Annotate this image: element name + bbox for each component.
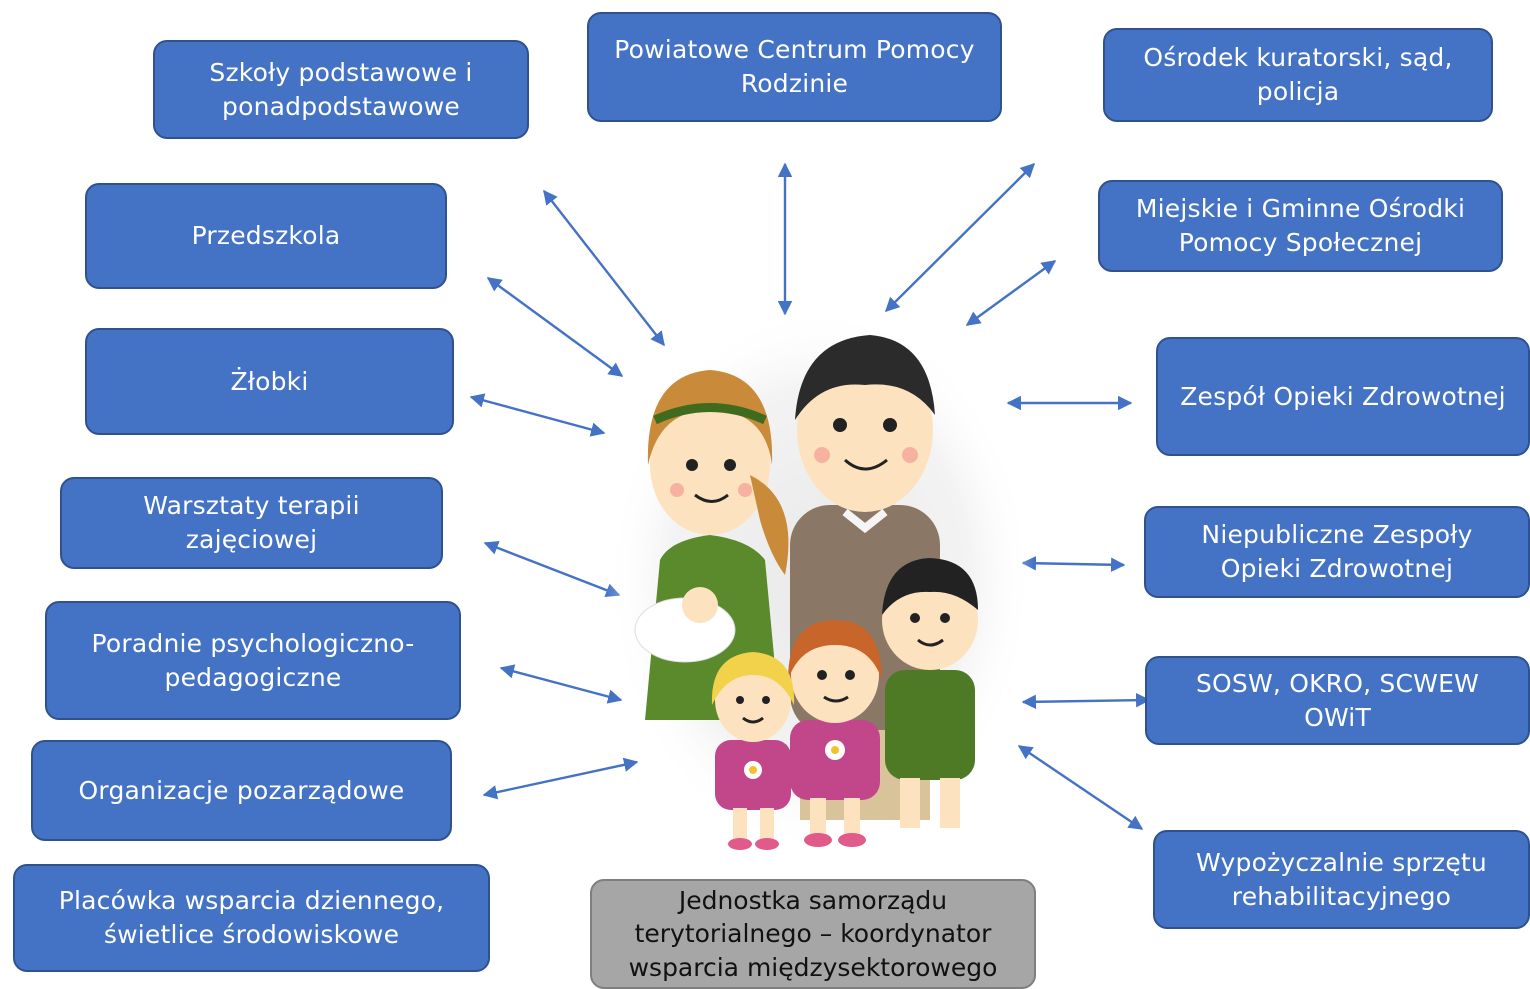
- node-osrodek-label: Ośrodek kuratorski, sąd, policja: [1143, 43, 1453, 106]
- arrow-warsztaty: [483, 540, 621, 598]
- node-przedszkola: Przedszkola: [85, 183, 447, 289]
- node-sosw: SOSW, OKRO, SCWEW OWiT: [1145, 656, 1530, 745]
- node-poradnie-label: Poradnie psychologiczno-pedagogiczne: [91, 628, 415, 692]
- coordinator-box: Jednostka samorządu terytorialnego – koo…: [590, 879, 1036, 989]
- node-zlobki: Żłobki: [85, 328, 454, 435]
- node-osrodek: Ośrodek kuratorski, sąd, policja: [1103, 28, 1493, 122]
- node-przedszkola-label: Przedszkola: [191, 221, 341, 251]
- node-mgops: Miejskie i Gminne Ośrodki Pomocy Społecz…: [1098, 180, 1503, 272]
- arrow-zlobki: [469, 393, 606, 437]
- boy-figure: [882, 558, 978, 828]
- node-warsztaty: Warsztaty terapii zajęciowej: [60, 477, 443, 569]
- node-nzoz: Niepubliczne Zespoły Opieki Zdrowotnej: [1144, 506, 1530, 598]
- node-mgops-label: Miejskie i Gminne Ośrodki Pomocy Społecz…: [1135, 194, 1466, 257]
- girl-figure-red: [788, 620, 882, 847]
- node-zoz-label: Zespół Opieki Zdrowotnej: [1180, 381, 1506, 411]
- node-warsztaty-label: Warsztaty terapii zajęciowej: [143, 491, 360, 554]
- node-szkoly: Szkoły podstawowe i ponadpodstawowe: [153, 40, 529, 139]
- node-wypozyczalnie-label: Wypożyczalnie sprzętu rehabilitacyjnego: [1196, 847, 1487, 911]
- node-szkoly-label: Szkoły podstawowe i ponadpodstawowe: [209, 57, 473, 121]
- coordinator-label: Jednostka samorządu terytorialnego – koo…: [628, 886, 998, 982]
- node-pcpr: Powiatowe Centrum Pomocy Rodzinie: [587, 12, 1002, 122]
- arrow-osrodek: [884, 162, 1036, 313]
- node-organizacje: Organizacje pozarządowe: [31, 740, 452, 841]
- node-zlobki-label: Żłobki: [230, 366, 309, 396]
- node-sosw-label: SOSW, OKRO, SCWEW OWiT: [1195, 668, 1479, 732]
- arrow-sosw: [1021, 693, 1151, 709]
- node-organizacje-label: Organizacje pozarządowe: [78, 775, 405, 805]
- node-pcpr-label: Powiatowe Centrum Pomocy Rodzinie: [614, 35, 975, 98]
- girl-figure-blonde: [711, 652, 795, 850]
- node-placowka: Placówka wsparcia dziennego, świetlice ś…: [13, 864, 490, 972]
- node-zoz: Zespół Opieki Zdrowotnej: [1156, 337, 1530, 456]
- node-nzoz-label: Niepubliczne Zespoły Opieki Zdrowotnej: [1201, 520, 1473, 583]
- family-illustration: [605, 305, 1035, 855]
- node-placowka-label: Placówka wsparcia dziennego, świetlice ś…: [58, 886, 445, 949]
- node-poradnie: Poradnie psychologiczno-pedagogiczne: [45, 601, 461, 720]
- node-wypozyczalnie: Wypożyczalnie sprzętu rehabilitacyjnego: [1153, 830, 1530, 929]
